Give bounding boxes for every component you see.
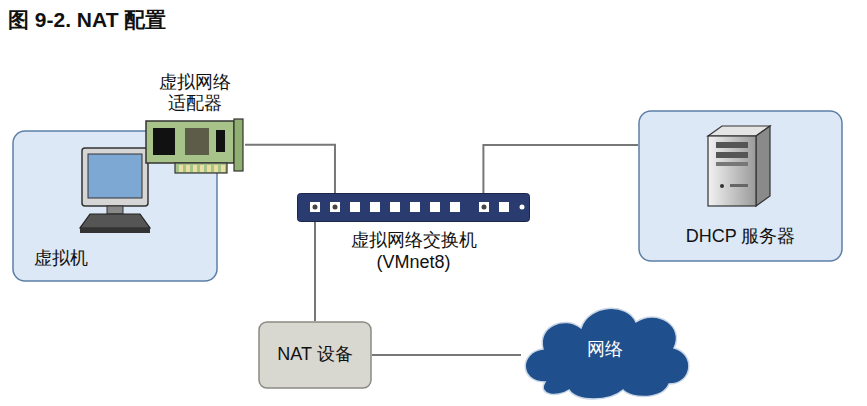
node-label: DHCP 服务器: [638, 226, 843, 248]
virtual-switch: 虚拟网络交换机(VMnet8): [297, 193, 530, 222]
node-label: (VMnet8): [297, 252, 530, 274]
node-label: 虚拟网络 适配器: [155, 72, 235, 115]
text-group: 虚拟网络交换机(VMnet8): [297, 230, 530, 273]
text-group: DHCP 服务器: [638, 226, 843, 248]
connector: [314, 222, 316, 321]
text-group: 虚拟机: [34, 248, 88, 270]
connector: [483, 145, 638, 193]
network-cloud: 网络: [515, 298, 695, 402]
node-label: 虚拟机: [34, 248, 88, 270]
text-group: NAT 设备: [258, 344, 372, 366]
nat-box: NAT 设备: [258, 321, 372, 389]
text-group: 虚拟网络 适配器: [145, 72, 245, 115]
connector: [372, 354, 521, 356]
node-label: 网络: [515, 339, 695, 361]
switch-illustration: [297, 193, 530, 222]
node-label: 虚拟网络交换机: [297, 230, 530, 252]
connector: [245, 145, 335, 193]
figure-title: 图 9-2. NAT 配置: [8, 6, 166, 34]
text-group: 网络: [515, 339, 695, 361]
node-label: NAT 设备: [258, 344, 372, 366]
adapter-card-illustration: [145, 117, 245, 175]
dhcp-box: DHCP 服务器: [638, 110, 843, 262]
adapter-card: 虚拟网络 适配器: [145, 117, 245, 175]
